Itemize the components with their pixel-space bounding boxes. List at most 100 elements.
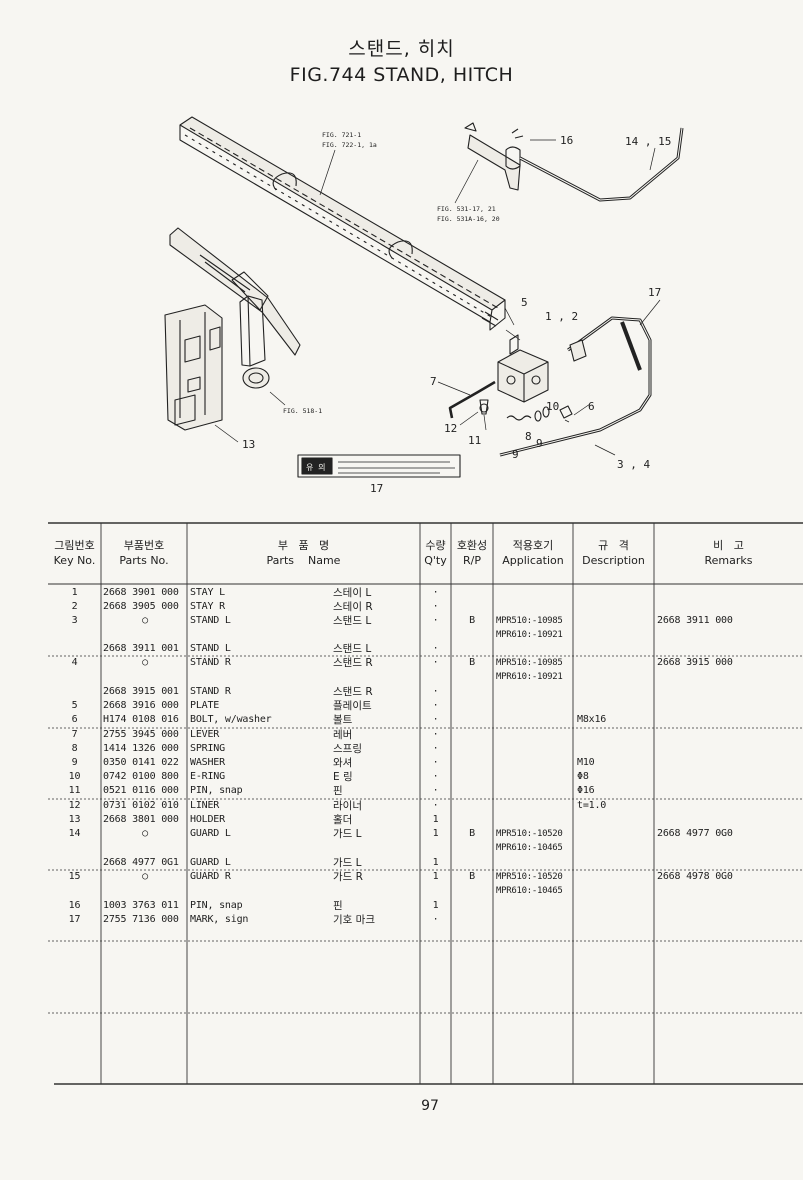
callout-3-4: 3 , 4 (617, 458, 650, 471)
part-name: MARK, sign (190, 914, 249, 925)
callout-14-15: 14 , 15 (625, 135, 671, 148)
quantity: 1 (432, 871, 439, 882)
part-name: GUARD R (190, 871, 231, 882)
key-number: 6 (71, 714, 78, 725)
part-name: STAND L (190, 643, 231, 654)
part-name-korean: 스탠드 R (333, 686, 373, 698)
part-name: LINER (190, 800, 220, 811)
callout-9b: 9 (512, 448, 519, 461)
part-name: STAND R (190, 686, 231, 697)
part-name: BOLT, w/washer (190, 714, 272, 725)
key-number: 14 (68, 828, 81, 839)
callout-12: 12 (444, 422, 457, 435)
quantity: · (432, 771, 439, 782)
part-name: PIN, snap (190, 785, 243, 796)
part-name-korean: 가드 L (333, 828, 362, 840)
key-number: 1 (71, 587, 78, 598)
quantity: · (432, 714, 439, 725)
part-number: ○ (142, 615, 148, 626)
ref-fig-721: FIG. 721-1 (322, 131, 361, 139)
key-number: 2 (71, 601, 78, 612)
warning-sign-drawing (297, 454, 461, 478)
application-range: MPR610:-10921 (496, 672, 563, 682)
guard-rod-drawing (519, 127, 684, 202)
key-number: 11 (68, 785, 81, 796)
page-title-english: FIG.744 STAND, HITCH (289, 64, 514, 86)
part-number: H174 0108 016 (103, 714, 179, 725)
part-name-korean: 핀 (333, 900, 343, 912)
callout-17-lower: 17 (370, 482, 383, 495)
description: M8x16 (577, 714, 607, 725)
remarks: 2668 4978 0G0 (657, 871, 733, 882)
callout-5: 5 (521, 296, 528, 309)
part-name: STAND R (190, 657, 231, 668)
part-name-korean: 가드 R (333, 871, 363, 883)
part-number: 2668 3915 001 (103, 686, 179, 697)
part-number: ○ (142, 657, 148, 668)
ref-fig-518: FIG. 518-1 (283, 407, 322, 415)
callout-13: 13 (242, 438, 255, 451)
application-range: MPR510:-10520 (496, 872, 563, 882)
part-number: 2668 3801 000 (103, 814, 179, 825)
application-range: MPR510:-10985 (496, 658, 563, 668)
application-range: MPR610:-10465 (496, 843, 563, 853)
part-name: GUARD L (190, 857, 231, 868)
part-number: 2668 3916 000 (103, 700, 179, 711)
application-range: MPR610:-10465 (496, 886, 563, 896)
part-number: 2755 3945 000 (103, 729, 179, 740)
rp-code: B (469, 871, 475, 882)
key-number: 3 (71, 615, 78, 626)
callout-1-2: 1 , 2 (545, 310, 578, 323)
part-number: 2668 3905 000 (103, 601, 179, 612)
ring-part-drawing (242, 367, 270, 389)
part-name: LEVER (190, 729, 220, 740)
key-number: 5 (71, 700, 78, 711)
part-number: 0350 0141 022 (103, 757, 179, 768)
long-rail-drawing (179, 116, 506, 331)
part-number: 0521 0116 000 (103, 785, 179, 796)
callout-6: 6 (588, 400, 595, 413)
holder-drawing (164, 304, 223, 431)
part-number: 2668 3901 000 (103, 587, 179, 598)
quantity: · (432, 757, 439, 768)
part-name-korean: 스테이 R (333, 601, 373, 613)
key-number: 16 (68, 900, 81, 911)
part-name-korean: 레버 (333, 729, 353, 741)
part-name: PLATE (190, 700, 220, 711)
application-range: MPR610:-10921 (496, 630, 563, 640)
key-number: 7 (71, 729, 78, 740)
remarks: 2668 3915 000 (657, 657, 733, 668)
rp-code: B (469, 657, 475, 668)
page-title-korean: 스탠드, 히치 (348, 38, 455, 60)
key-number: 8 (71, 743, 78, 754)
small-hardware-drawing (459, 399, 591, 431)
stand-block-drawing (497, 307, 549, 403)
part-name: GUARD L (190, 828, 231, 839)
part-name-korean: 홀더 (333, 814, 353, 826)
quantity: · (432, 800, 439, 811)
part-name-korean: 기호 마크 (333, 914, 375, 926)
quantity: · (432, 743, 439, 754)
part-name-korean: 핀 (333, 785, 343, 797)
ref-fig-722: FIG. 722-1, 1a (322, 141, 377, 149)
key-number: 13 (68, 814, 81, 825)
part-number: ○ (142, 871, 148, 882)
part-name: STAY L (190, 587, 225, 598)
quantity: 1 (432, 857, 439, 868)
part-name-korean: 스테이 L (333, 587, 372, 599)
remarks: 2668 4977 0G0 (657, 828, 733, 839)
quantity: · (432, 615, 439, 626)
part-name-korean: 와셔 (333, 757, 353, 769)
description: Φ16 (577, 785, 595, 796)
bracket-arm-drawing (169, 227, 301, 367)
part-name: STAY R (190, 601, 225, 612)
key-number: 10 (68, 771, 81, 782)
callout-10: 10 (546, 400, 559, 413)
quantity: · (432, 657, 439, 668)
